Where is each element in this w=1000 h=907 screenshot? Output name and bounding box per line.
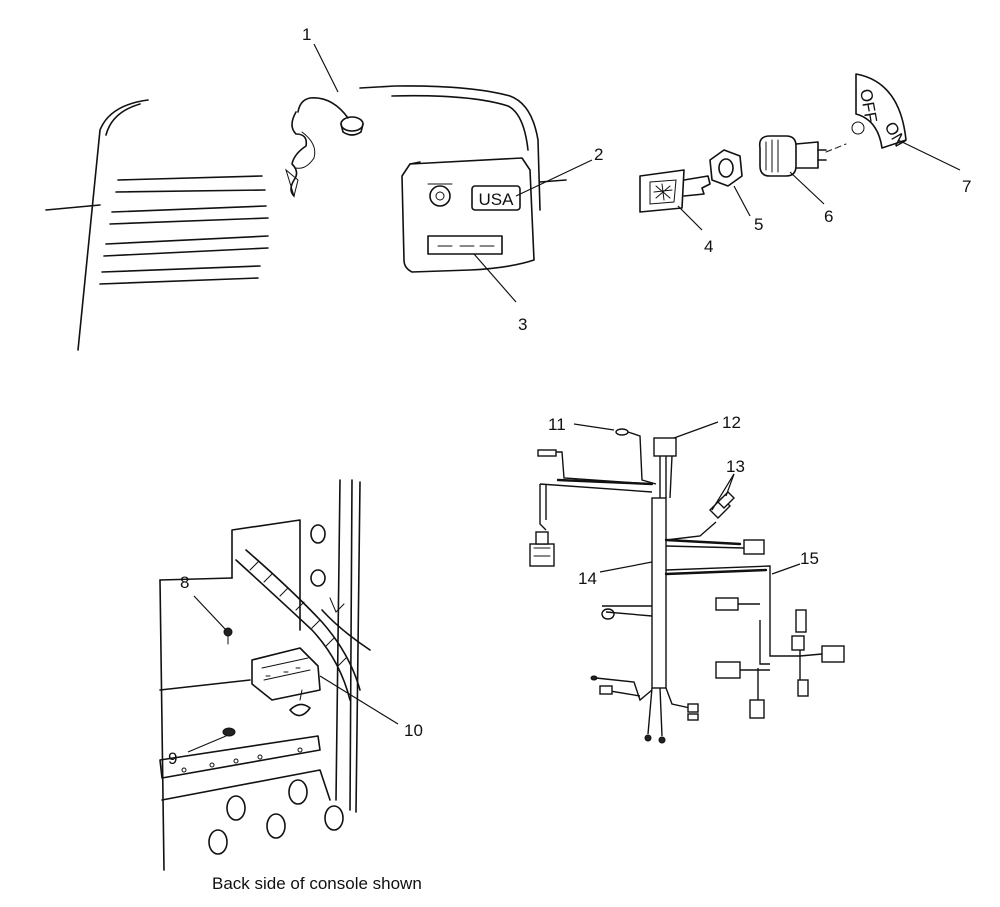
on-label: ON — [881, 119, 910, 151]
ignition-parts-illustration: OFF ON — [639, 73, 910, 213]
callout-numbers: 1 2 3 4 5 6 7 8 9 10 11 12 13 14 15 — [168, 25, 971, 768]
back-console-illustration — [159, 479, 371, 871]
callout-1: 1 — [302, 25, 311, 44]
off-label: OFF — [856, 87, 881, 124]
callout-8: 8 — [180, 573, 189, 592]
callout-13: 13 — [726, 457, 745, 476]
callout-15: 15 — [800, 549, 819, 568]
diagram-caption: Back side of console shown — [212, 874, 422, 893]
usa-badge-text: USA — [479, 190, 515, 209]
callout-10: 10 — [404, 721, 423, 740]
callout-5: 5 — [754, 215, 763, 234]
callout-14: 14 — [578, 569, 597, 588]
callout-4: 4 — [704, 237, 713, 256]
callout-7: 7 — [962, 177, 971, 196]
hood-console-illustration: USA — [45, 85, 567, 351]
callout-6: 6 — [824, 207, 833, 226]
leader-lines — [187, 43, 961, 753]
callout-3: 3 — [518, 315, 527, 334]
callout-12: 12 — [722, 413, 741, 432]
wiring-harness-illustration — [529, 428, 845, 744]
callout-11: 11 — [548, 415, 566, 434]
callout-9: 9 — [168, 749, 177, 768]
callout-2: 2 — [594, 145, 603, 164]
